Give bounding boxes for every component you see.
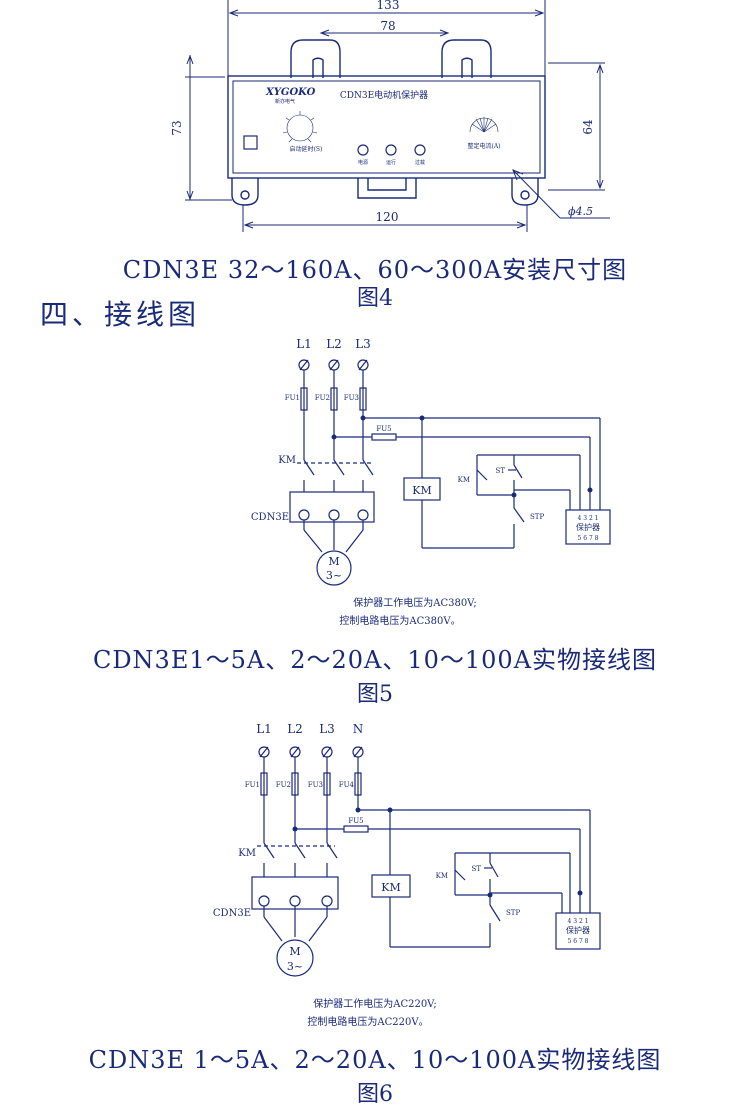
- phase-n: N: [353, 722, 364, 736]
- km-aux-label: KM: [458, 476, 470, 484]
- fig6-wiring-diagram: L1 L2 L3 N FU1 FU2 FU3 FU4 FU5 KM CDN3E …: [213, 722, 601, 1028]
- km-main-label: KM: [238, 848, 256, 859]
- note-voltage-2: 控制电路电压为AC380V。: [339, 614, 460, 627]
- brand-logo: XYGOKO: [265, 87, 316, 98]
- stp-label: STP: [506, 909, 520, 917]
- phase-l1: L1: [296, 337, 312, 351]
- st-label: ST: [496, 467, 506, 475]
- stp-label: STP: [530, 513, 544, 521]
- fig4-number: 图4: [357, 286, 393, 311]
- motor-3: 3~: [287, 960, 303, 973]
- fuse-fu5: FU5: [376, 425, 391, 433]
- motor-m: M: [328, 555, 339, 568]
- note-voltage-2: 控制电路电压为AC220V。: [307, 1015, 428, 1028]
- dim-slot: 78: [380, 19, 395, 33]
- led-label-run: 运行: [386, 159, 396, 166]
- dim-hole: ϕ4.5: [568, 205, 593, 218]
- fuse-fu2: FU2: [315, 394, 330, 402]
- fuse-fu1: FU1: [285, 394, 300, 402]
- fig4-dimension-drawing: 133 78 73 64 120 ϕ4.5 XYGOKO 新亦电气 CDN3E电…: [170, 0, 610, 232]
- phase-l1: L1: [256, 722, 272, 736]
- terminal-top: 4 3 2 1: [568, 918, 589, 925]
- note-voltage-1: 保护器工作电压为AC380V;: [353, 596, 477, 609]
- fuse-fu3: FU3: [308, 781, 323, 789]
- phase-l3: L3: [355, 337, 371, 351]
- dim-height-right: 64: [581, 119, 595, 135]
- cdn-label: CDN3E: [251, 512, 289, 523]
- phase-l3: L3: [319, 722, 335, 736]
- dim-bottom: 120: [376, 210, 399, 224]
- terminal-name: 保护器: [576, 522, 600, 532]
- dim-width: 133: [377, 0, 400, 12]
- knob-right: [469, 117, 499, 133]
- fig6-caption: CDN3E 1～5A、2～20A、10～100A实物接线图: [88, 1046, 662, 1074]
- led-label-overload: 过载: [415, 159, 425, 166]
- phase-l2: L2: [287, 722, 303, 736]
- fuse-fu1: FU1: [245, 781, 260, 789]
- fuse-fu5: FU5: [348, 817, 363, 825]
- fig4-caption: CDN3E 32～160A、60～300A安装尺寸图: [122, 256, 628, 284]
- led-label-power: 电源: [358, 159, 368, 166]
- terminal-name: 保护器: [566, 925, 590, 935]
- knob-right-label: 整定电流(A): [467, 142, 500, 150]
- dim-height-left: 73: [170, 120, 184, 135]
- fig6-number: 图6: [357, 1082, 393, 1107]
- fuse-fu2: FU2: [276, 781, 291, 789]
- terminal-bottom: 5 6 7 8: [578, 535, 599, 542]
- km-aux-label: KM: [436, 872, 448, 880]
- cdn-label: CDN3E: [213, 908, 251, 919]
- fuse-fu3: FU3: [344, 394, 359, 402]
- fig5-caption: CDN3E1～5A、2～20A、10～100A实物接线图: [92, 646, 658, 674]
- note-voltage-1: 保护器工作电压为AC220V;: [313, 997, 437, 1010]
- km-coil-label: KM: [381, 881, 400, 894]
- terminal-top: 4 3 2 1: [578, 515, 599, 522]
- fuse-fu4: FU4: [339, 781, 355, 789]
- st-label: ST: [472, 865, 482, 873]
- fig5-wiring-diagram: L1 L2 L3 FU1 FU2 FU3 FU5 KM CDN3E KM KM …: [251, 337, 611, 627]
- brand-sub: 新亦电气: [275, 98, 295, 105]
- motor-3: 3~: [326, 569, 342, 582]
- knob-left-label: 启动延时(S): [290, 145, 323, 153]
- terminal-bottom: 5 6 7 8: [568, 938, 589, 945]
- motor-m: M: [289, 945, 300, 958]
- phase-l2: L2: [326, 337, 342, 351]
- device-title: CDN3E电动机保护器: [340, 89, 428, 101]
- km-coil-label: KM: [412, 484, 431, 497]
- knob-left: [282, 111, 318, 143]
- fig5-number: 图5: [357, 682, 393, 707]
- km-main-label: KM: [278, 455, 296, 466]
- section-title: 四、接线图: [40, 298, 201, 331]
